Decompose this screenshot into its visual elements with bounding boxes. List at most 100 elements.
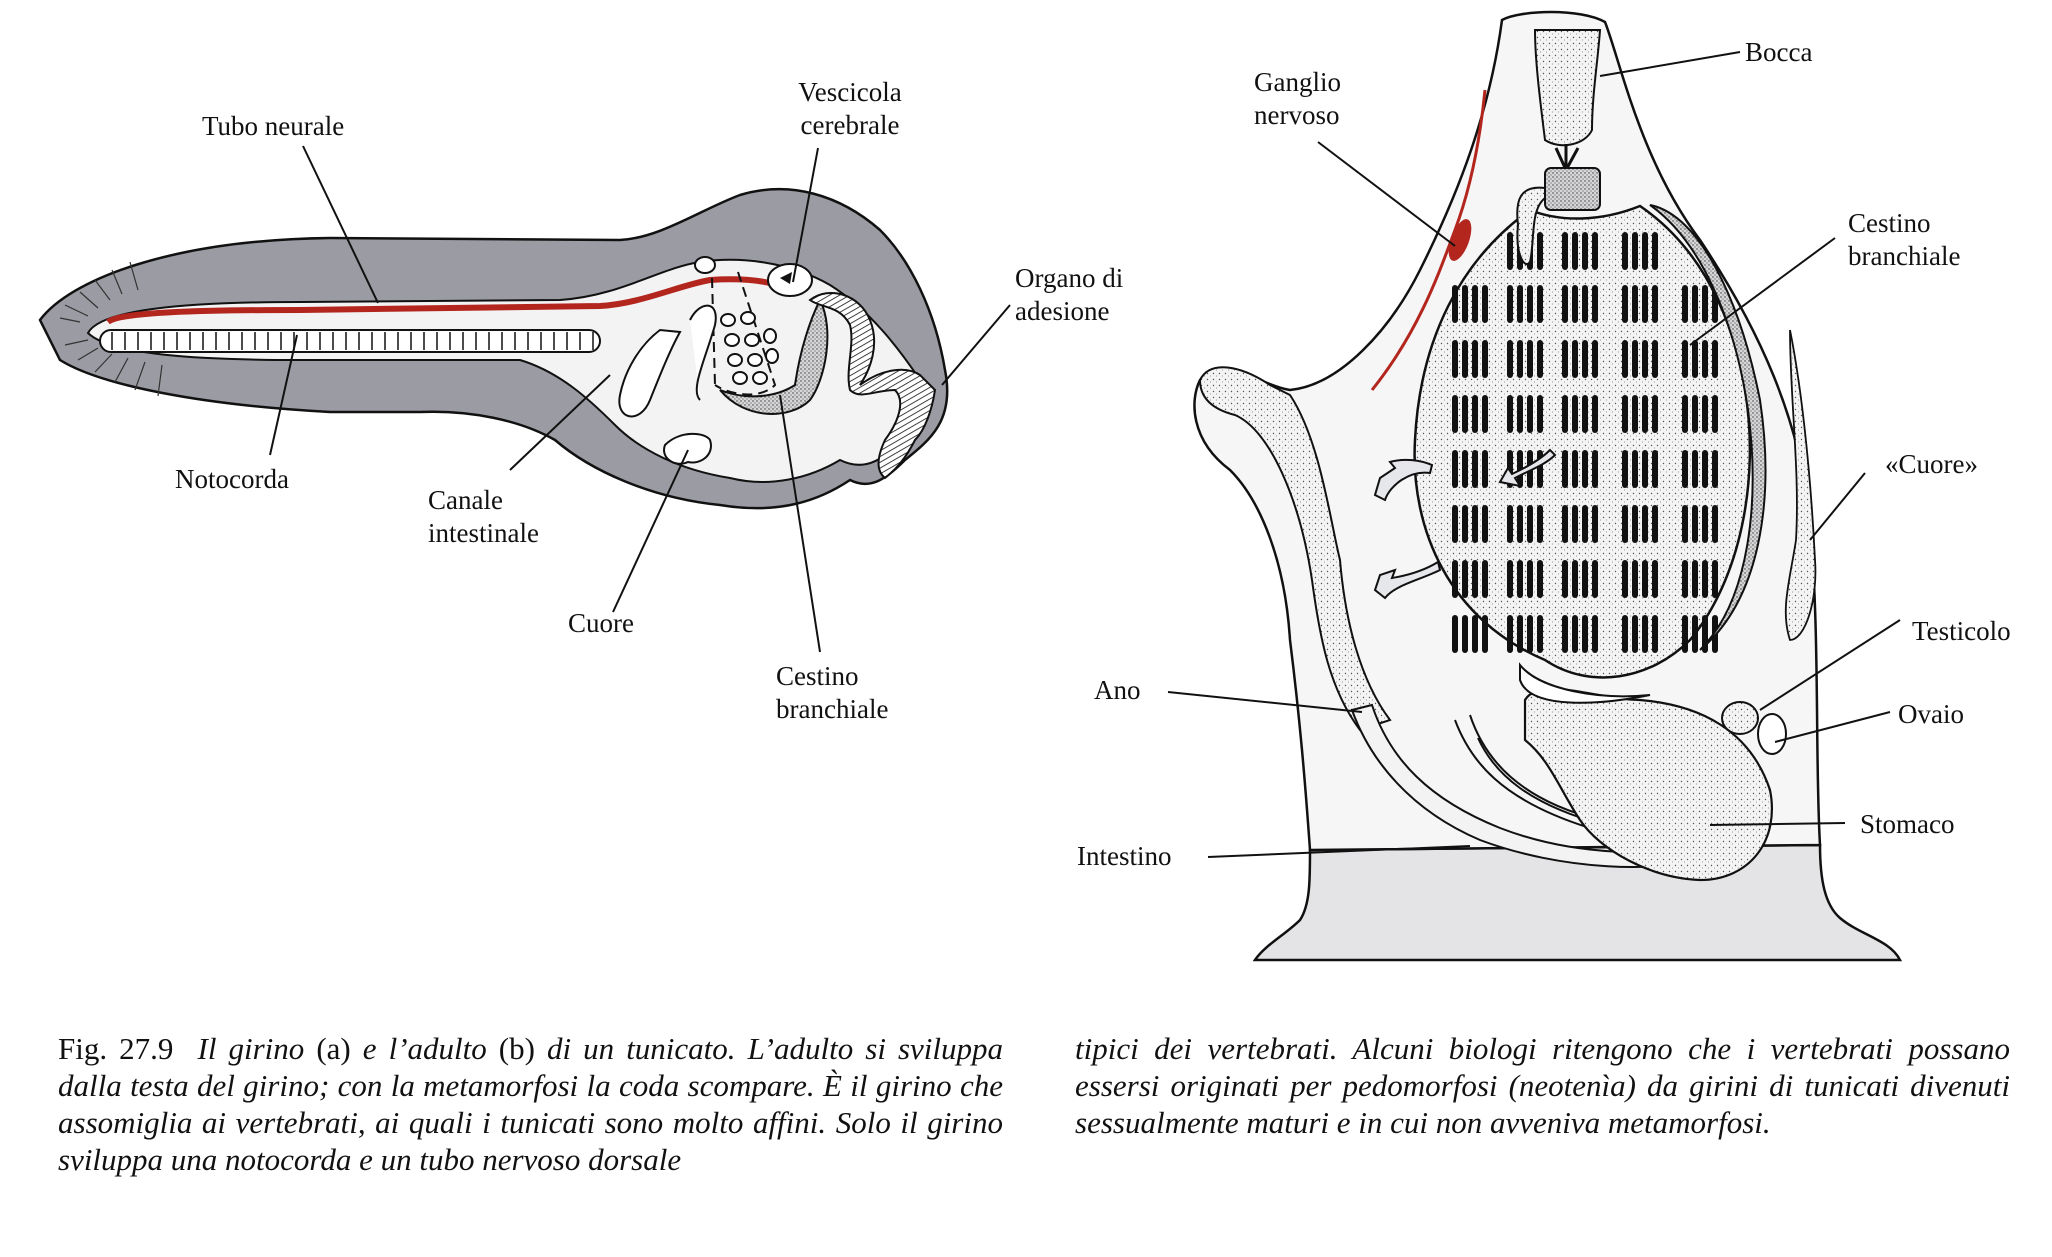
label-cestino-branchiale-adult: Cestino branchiale — [1848, 207, 1960, 273]
atrial-wall — [1649, 204, 1767, 651]
pharyngeal-slit — [1702, 395, 1708, 433]
pharyngeal-slit — [1472, 450, 1478, 488]
pharyngeal-slit — [1517, 395, 1523, 433]
pharyngeal-slit — [1632, 232, 1638, 270]
pharyngeal-slit — [1702, 450, 1708, 488]
pharyngeal-slit — [1692, 395, 1698, 433]
pharyngeal-slit — [1622, 395, 1628, 433]
pharyngeal-slit — [1712, 340, 1718, 378]
pharynx-entrance — [1544, 167, 1601, 211]
pharyngeal-slit — [1682, 285, 1688, 323]
pharyngeal-slit — [1507, 560, 1513, 598]
pharyngeal-slit — [1642, 615, 1648, 653]
pharyngeal-slit — [1562, 615, 1568, 653]
adult-diagram — [1193, 10, 1903, 962]
tadpole-leader-lines — [269, 145, 1011, 653]
pharyngeal-slit — [1632, 395, 1638, 433]
pharyngeal-slit — [1562, 560, 1568, 598]
figure-drawing — [38, 10, 1903, 962]
pharyngeal-slit — [1592, 615, 1598, 653]
label-vescicola-cerebrale: Vescicola cerebrale — [780, 76, 920, 142]
pharyngeal-slit — [1527, 395, 1533, 433]
pharyngeal-slit — [1642, 340, 1648, 378]
pharyngeal-slit — [1652, 340, 1658, 378]
pharyngeal-slit — [1692, 285, 1698, 323]
pharyngeal-slit — [1652, 560, 1658, 598]
pharyngeal-slit — [1537, 505, 1543, 543]
pharyngeal-slit — [1527, 560, 1533, 598]
adhesive-organ — [808, 291, 937, 480]
label-vescicola-line1: Vescicola — [798, 77, 902, 107]
pharyngeal-slit — [1527, 505, 1533, 543]
pharyngeal-slit — [1517, 340, 1523, 378]
label-organo-line1: Organo di — [1015, 263, 1124, 293]
pharyngeal-slit — [1692, 340, 1698, 378]
pharyngeal-slit — [1517, 560, 1523, 598]
label-organo-line2: adesione — [1015, 296, 1110, 326]
gill-slits — [720, 311, 779, 385]
pharyngeal-slit — [1582, 505, 1588, 543]
pharyngeal-slit — [1527, 615, 1533, 653]
nerve-ganglion — [1448, 219, 1472, 261]
pharyngeal-slit — [1632, 340, 1638, 378]
label-notocorda: Notocorda — [175, 464, 289, 494]
label-bocca: Bocca — [1745, 37, 1813, 67]
pharyngeal-slit — [1507, 505, 1513, 543]
caption-text-continued: tipici dei vertebrati. Alcuni biologi ri… — [1075, 1031, 2010, 1140]
pharyngeal-slit — [1702, 560, 1708, 598]
pharyngeal-slit — [1507, 285, 1513, 323]
pharyngeal-slit — [1632, 615, 1638, 653]
pharyngeal-slit — [1582, 450, 1588, 488]
pharyngeal-slit — [1682, 340, 1688, 378]
testis — [1721, 701, 1759, 735]
pharyngeal-slit — [1472, 505, 1478, 543]
pharyngeal-slit — [1452, 450, 1458, 488]
label-tubo-neurale: Tubo neurale — [202, 111, 345, 141]
pharyngeal-slit — [1712, 560, 1718, 598]
pharyngeal-slit — [1537, 285, 1543, 323]
pharyngeal-slits — [1452, 232, 1718, 653]
pharyngeal-slit — [1622, 285, 1628, 323]
label-testicolo: Testicolo — [1912, 616, 2011, 646]
pharyngeal-slit — [1592, 340, 1598, 378]
label-organo-adesione: Organo di adesione — [1015, 262, 1123, 328]
tentacles — [1554, 144, 1580, 171]
pharyngeal-slit — [1712, 450, 1718, 488]
adult-leader-lines — [1167, 51, 1901, 858]
pharyngeal-slit — [1507, 615, 1513, 653]
pharyngeal-slit — [1517, 285, 1523, 323]
pharyngeal-slit — [1572, 395, 1578, 433]
pharyngeal-slit — [1517, 615, 1523, 653]
label-cestino-line2: branchiale — [776, 694, 889, 724]
label-ganglio-line1: Ganglio — [1254, 67, 1341, 97]
pharyngeal-slit — [1482, 340, 1488, 378]
pharyngeal-slit — [1622, 560, 1628, 598]
intestinal-canal — [618, 304, 717, 418]
pharyngeal-slit — [1652, 450, 1658, 488]
caption-text-3: di un tunicato. L’adulto si sviluppa dal… — [58, 1031, 1004, 1177]
caption-panel-a: (a) — [316, 1031, 351, 1066]
pharyngeal-slit — [1562, 285, 1568, 323]
pharyngeal-slit — [1702, 340, 1708, 378]
caption-panel-b: (b) — [498, 1031, 535, 1066]
pharyngeal-slit — [1462, 615, 1468, 653]
pharyngeal-slit — [1472, 340, 1478, 378]
pharyngeal-slit — [1452, 615, 1458, 653]
pharyngeal-slit — [1712, 395, 1718, 433]
pharyngeal-slit — [1652, 505, 1658, 543]
label-intestino: Intestino — [1077, 841, 1172, 871]
water-flow-arrows — [1373, 448, 1557, 600]
label-ganglio-line2: nervoso — [1254, 100, 1340, 130]
pharyngeal-slit — [1572, 560, 1578, 598]
pharyngeal-slit — [1592, 285, 1598, 323]
ovary — [1757, 713, 1787, 755]
pharyngeal-slit — [1452, 285, 1458, 323]
pharyngeal-slit — [1572, 450, 1578, 488]
caption-text-1: Il girino — [197, 1031, 305, 1066]
pharyngeal-slit — [1622, 450, 1628, 488]
pharyngeal-slit — [1537, 232, 1543, 270]
pharyngeal-slit — [1572, 615, 1578, 653]
pharyngeal-slit — [1642, 232, 1648, 270]
pharyngeal-slit — [1562, 395, 1568, 433]
pharyngeal-slit — [1692, 450, 1698, 488]
